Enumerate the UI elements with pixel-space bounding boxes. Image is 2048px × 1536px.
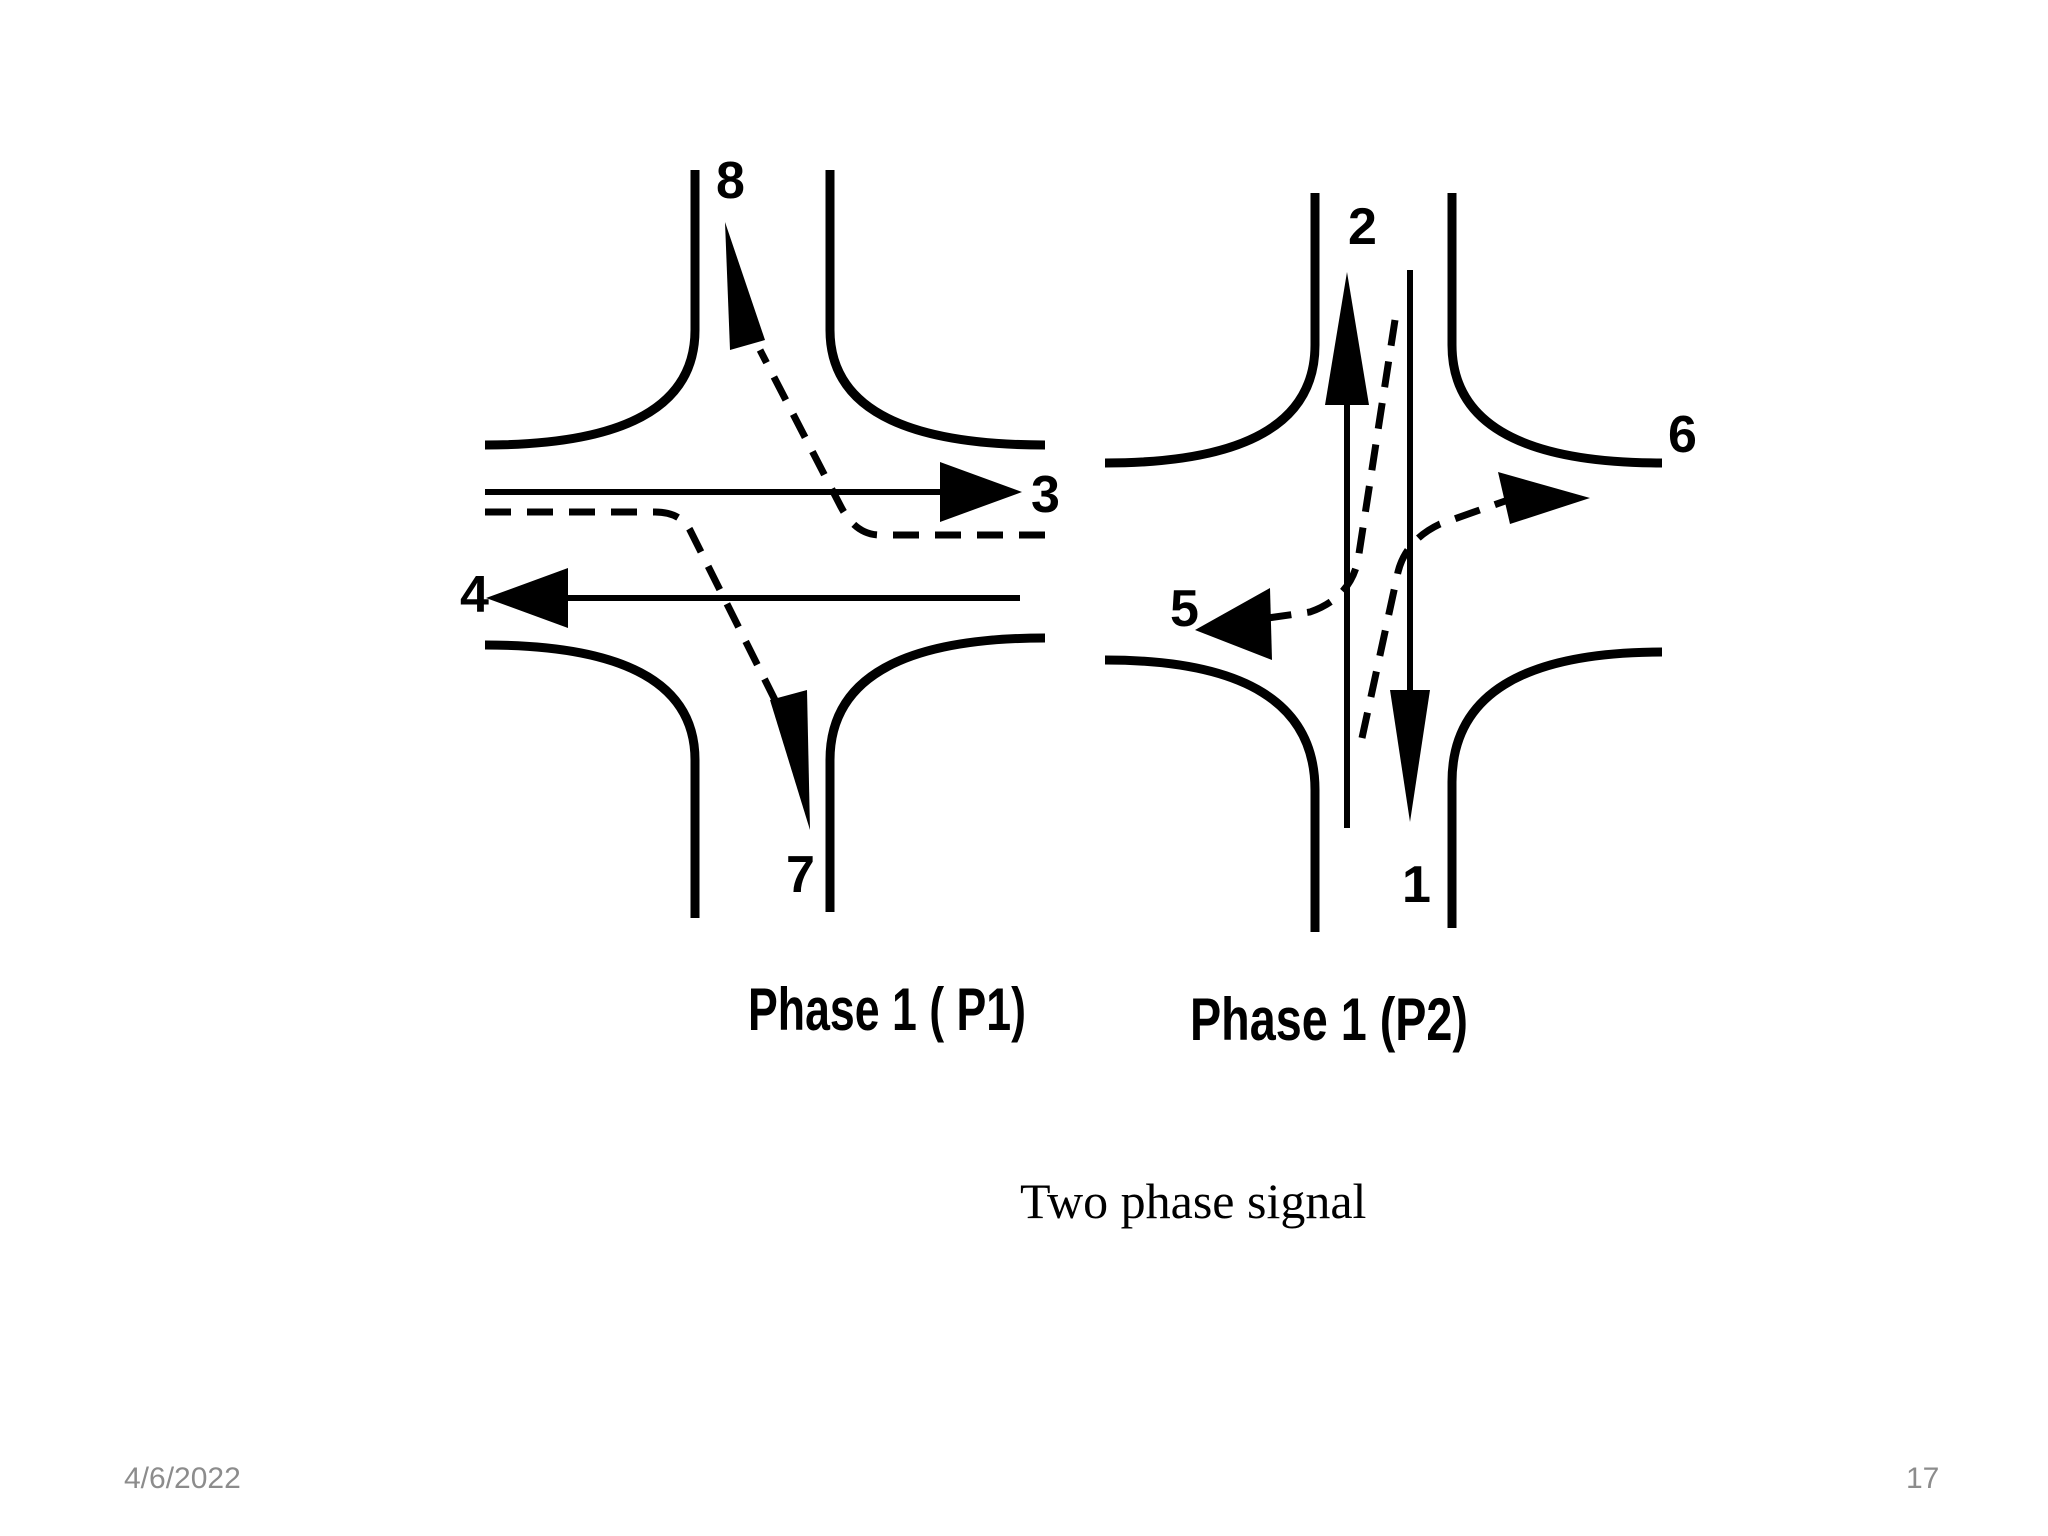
p1-road-top-right-curb (825, 170, 1046, 450)
p2-phase-label: Phase 1 (P2) (1190, 986, 1468, 1053)
p1-road-bottom-left-curb (484, 640, 700, 918)
p2-movement-label-5: 5 (1170, 580, 1199, 638)
p2-movement-2-arrowhead (1325, 272, 1369, 405)
p2-road-bottom-left-curb (1104, 655, 1320, 932)
footer-date: 4/6/2022 (124, 1462, 241, 1495)
p1-movement-7-arrowhead (770, 690, 810, 830)
p2-road-top-right-curb (1447, 193, 1663, 468)
p2-movement-1-arrowhead (1390, 690, 1430, 822)
p1-movement-4-arrowhead (486, 568, 568, 628)
p1-road-top-left-curb (484, 170, 700, 450)
p2-movement-6-path (1358, 496, 1510, 739)
p1-movement-3-arrowhead (940, 462, 1022, 522)
intersection-p2: 2 6 5 1 Phase 1 (P2) (1104, 193, 1697, 1053)
p1-movement-7-path (485, 508, 779, 702)
p2-movement-label-6: 6 (1668, 406, 1697, 464)
p1-movement-label-8: 8 (716, 152, 745, 210)
p2-road-top-left-curb (1104, 193, 1320, 468)
p2-movement-5-path (1267, 319, 1399, 622)
p1-movement-8-arrowhead (725, 222, 765, 350)
p2-movement-label-1: 1 (1402, 856, 1431, 914)
p1-movement-label-7: 7 (786, 846, 815, 904)
p2-movement-label-2: 2 (1348, 198, 1377, 256)
figure-caption: Two phase signal (1020, 1173, 1367, 1229)
p2-movement-6-arrowhead (1498, 472, 1590, 524)
p2-road-bottom-right-curb (1447, 647, 1663, 928)
p1-movement-label-4: 4 (460, 566, 489, 624)
p1-movement-8-path (756, 348, 1045, 539)
footer-page-number: 17 (1906, 1462, 1940, 1495)
p1-road-bottom-right-curb (825, 633, 1046, 912)
intersection-p1: 8 3 4 7 Phase 1 ( P1) (460, 152, 1060, 1043)
p2-movement-5-arrowhead (1195, 588, 1272, 660)
p1-movement-label-3: 3 (1031, 466, 1060, 524)
p1-phase-label: Phase 1 ( P1) (748, 976, 1026, 1043)
